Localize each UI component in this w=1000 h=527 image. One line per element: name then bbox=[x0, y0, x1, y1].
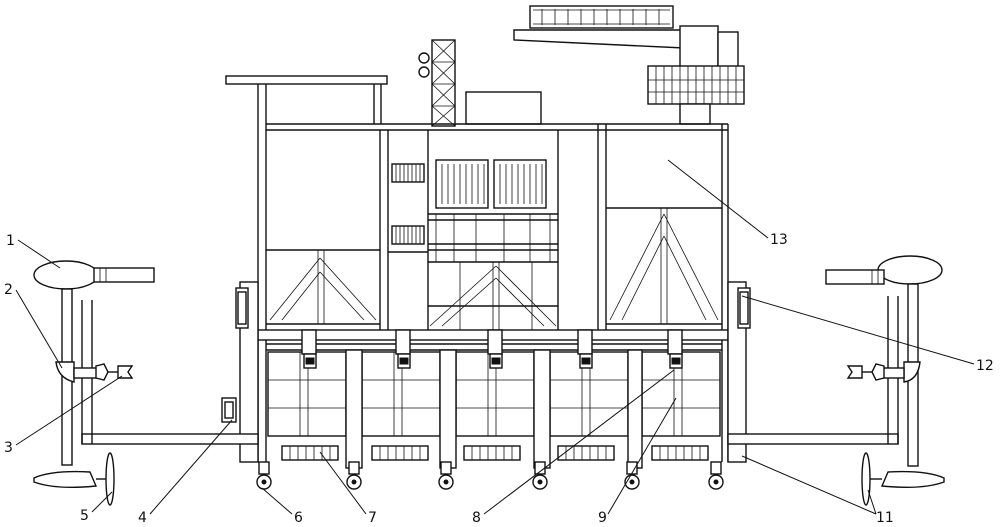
callout-1: 1 bbox=[6, 233, 15, 249]
top-box-small bbox=[465, 91, 542, 125]
callout-4: 4 bbox=[138, 510, 147, 526]
callout-labels: 1 2 3 4 5 6 7 8 9 11 12 13 bbox=[4, 232, 994, 526]
lattice-tower bbox=[418, 39, 456, 127]
motor-units bbox=[435, 159, 547, 209]
left-propulsion-unit bbox=[33, 260, 155, 506]
middle-frame bbox=[428, 213, 558, 330]
right-propulsion-unit bbox=[825, 255, 945, 506]
control-boxes bbox=[221, 287, 751, 423]
callout-7: 7 bbox=[368, 510, 377, 526]
callout-2: 2 bbox=[4, 282, 13, 298]
callout-12: 12 bbox=[976, 358, 994, 374]
main-housing bbox=[266, 123, 729, 340]
crane-arm bbox=[513, 5, 745, 125]
comb-teeth bbox=[281, 445, 709, 461]
caster-wheels bbox=[256, 461, 724, 490]
callout-8: 8 bbox=[472, 510, 481, 526]
callout-9: 9 bbox=[598, 510, 607, 526]
callout-11: 11 bbox=[876, 510, 894, 526]
callout-3: 3 bbox=[4, 440, 13, 456]
sensor-cameras bbox=[301, 329, 683, 369]
leader-lines bbox=[15, 159, 975, 515]
callout-6: 6 bbox=[294, 510, 303, 526]
vent-slats bbox=[391, 163, 425, 245]
hopper-section bbox=[266, 208, 722, 325]
callout-13: 13 bbox=[770, 232, 788, 248]
callout-5: 5 bbox=[80, 508, 89, 524]
